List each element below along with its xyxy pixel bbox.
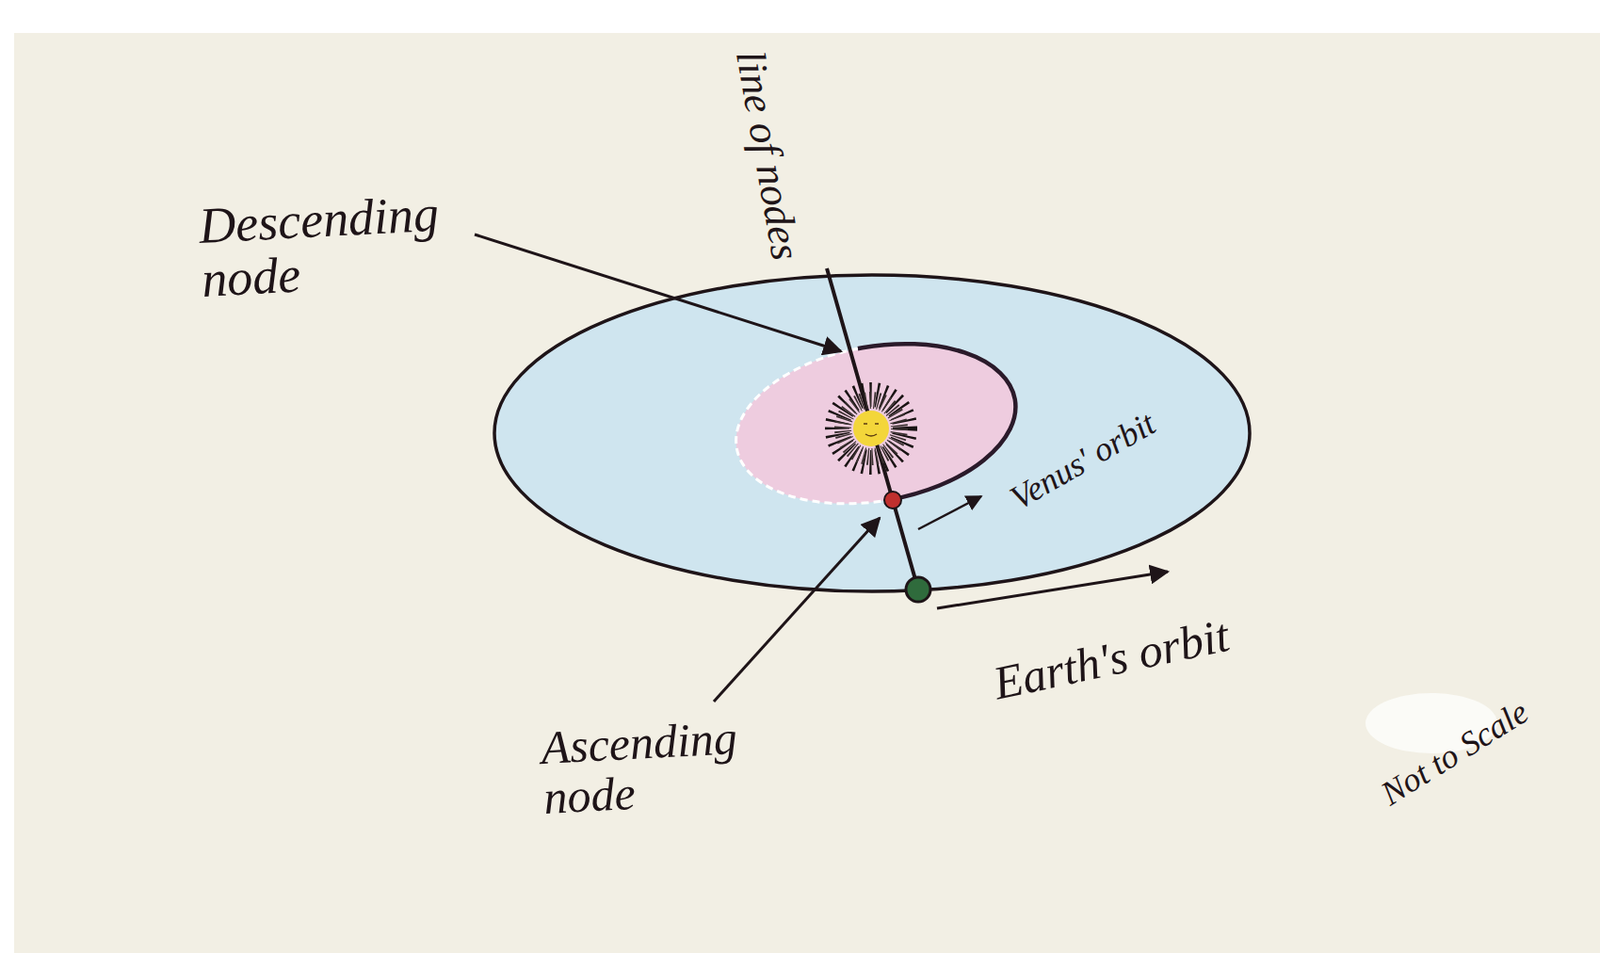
venus-orbit-plane	[723, 323, 1029, 525]
sun-rays	[837, 394, 906, 463]
label-text: Ascending node	[539, 712, 741, 823]
line-of-nodes	[826, 268, 919, 590]
sun	[853, 410, 889, 447]
earth-planet	[905, 577, 931, 602]
venus-orbit-upper	[846, 323, 1029, 525]
leader-arrow	[713, 517, 880, 702]
venus-orbit-lower	[723, 323, 896, 525]
paper-ground	[14, 32, 1600, 953]
venus-planet	[884, 491, 902, 509]
sun-rays-inner	[842, 400, 900, 457]
earth-orbit-plane	[494, 274, 1250, 592]
direction-arrow	[918, 496, 982, 530]
label-text: Descending node	[197, 187, 444, 308]
sun-face	[863, 423, 879, 437]
direction-arrow	[937, 571, 1168, 609]
